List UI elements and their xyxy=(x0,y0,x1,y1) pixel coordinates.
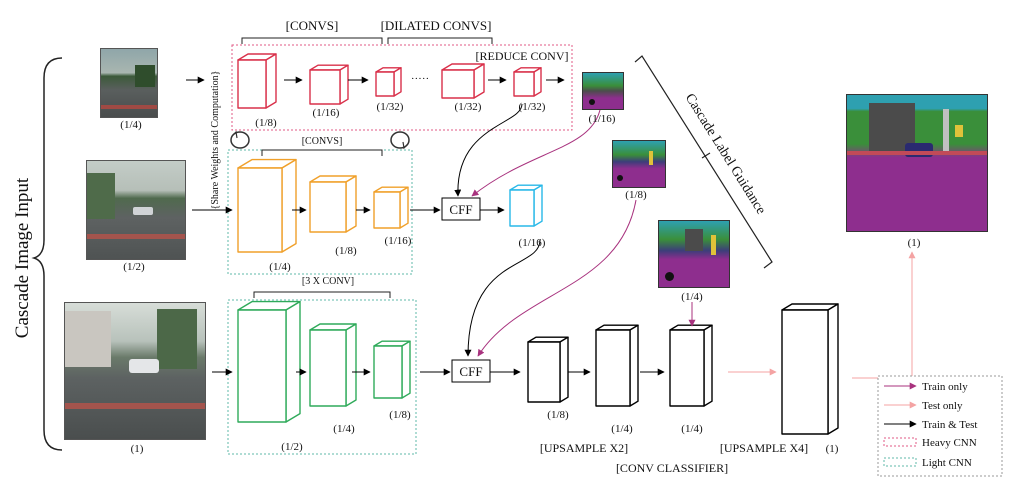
input1-scale: (1/4) xyxy=(120,119,142,131)
cube-bot-1 xyxy=(237,300,301,423)
cff-box-2 xyxy=(451,359,491,383)
legend-light: Light CNN xyxy=(922,457,972,469)
bot-scale-1: (1/2) xyxy=(281,441,303,453)
mid-scale-3: (1/16) xyxy=(385,235,412,247)
cube-heavy-3 xyxy=(375,67,402,97)
legend-heavy-swatch xyxy=(883,437,917,447)
mid-scale-2: (1/8) xyxy=(335,245,357,257)
arrow-final-test xyxy=(852,251,916,379)
legend-test-only: Test only xyxy=(922,400,963,412)
top-scale-5: (1/32) xyxy=(519,101,546,113)
cube-heavy-5 xyxy=(513,67,542,97)
cube-dec-4 xyxy=(781,303,839,435)
seg16-scale: (1/16) xyxy=(589,113,616,125)
scale-labels: (1/4) (1/2) (1) (1/8) (1/16) (1/32) (1/3… xyxy=(120,73,920,475)
guidance-tick xyxy=(701,152,711,159)
share-cycle-icon-right xyxy=(390,131,410,150)
conv3x-label: [3 X CONV] xyxy=(302,276,354,287)
light-cnn-box-bottom xyxy=(227,299,417,455)
seg-map-sixteenth xyxy=(582,72,624,110)
legend-train-only: Train only xyxy=(922,381,968,393)
cff-box-1 xyxy=(441,197,481,221)
mid-scale-1: (1/4) xyxy=(269,261,291,273)
cube-heavy-4 xyxy=(441,63,485,99)
top-ellipsis: ····· xyxy=(411,73,429,85)
guidance-label: Cascade Label Guidance xyxy=(682,91,768,217)
top-scale-4: (1/32) xyxy=(455,101,482,113)
dec-scale-4: (1) xyxy=(826,443,839,455)
seg4-scale: (1/4) xyxy=(681,291,703,303)
share-cycle-icon-left xyxy=(230,130,250,149)
input-image-full xyxy=(64,302,206,440)
seg1-scale: (1) xyxy=(908,237,921,249)
dilated-bracket xyxy=(387,37,493,44)
bot-scale-2: (1/4) xyxy=(333,423,355,435)
input2-scale: (1/2) xyxy=(123,261,145,273)
guidance-bracket xyxy=(634,55,773,269)
input-image-quarter xyxy=(100,48,158,118)
heavy-cnn-box xyxy=(231,44,573,131)
classifier-label: [CONV CLASSIFIER] xyxy=(616,461,728,475)
legend-light-swatch xyxy=(883,457,917,467)
input-brace xyxy=(31,57,63,451)
seg-map-eighth xyxy=(612,140,666,188)
arrow-seg16-train xyxy=(471,109,601,197)
cube-dec-1 xyxy=(527,336,569,403)
convs-bracket-top xyxy=(241,37,383,44)
cube-heavy-2 xyxy=(309,64,349,105)
top-scale-1: (1/8) xyxy=(255,117,277,129)
bot-scale-3: (1/8) xyxy=(389,409,411,421)
legend: Train only Test only Train & Test Heavy … xyxy=(877,375,1003,477)
dec-scale-2: (1/4) xyxy=(611,423,633,435)
input-image-half xyxy=(86,160,186,260)
upsample4-label: [UPSAMPLE X4] xyxy=(720,441,808,455)
cube-heavy-1 xyxy=(237,53,277,109)
arrow-heavy-to-cff xyxy=(454,103,523,197)
cube-bot-3 xyxy=(373,340,411,399)
cube-dec-2 xyxy=(595,324,639,407)
reduce-label: [REDUCE CONV] xyxy=(476,49,569,63)
dec-scale-3: (1/4) xyxy=(681,423,703,435)
cube-mid-2 xyxy=(309,175,357,233)
input3-scale: (1) xyxy=(131,443,144,455)
cff-label-1: CFF xyxy=(449,202,472,217)
legend-box xyxy=(877,375,1003,477)
legend-train-test: Train & Test xyxy=(922,419,977,431)
share-weights-label: {Share Weights and Computation} xyxy=(210,71,221,210)
top-scale-2: (1/16) xyxy=(313,107,340,119)
cube-mid-3 xyxy=(373,186,409,229)
seg8-scale: (1/8) xyxy=(625,189,647,201)
convs-label-mid: [CONVS] xyxy=(302,136,343,147)
arrow-seg8-train xyxy=(477,199,637,357)
cube-layer xyxy=(237,53,839,435)
cube-cyan xyxy=(509,184,543,227)
upsample2-label: [UPSAMPLE X2] xyxy=(540,441,628,455)
cube-dec-3 xyxy=(669,324,713,407)
seg-map-full xyxy=(846,94,988,232)
cff-label-2: CFF xyxy=(459,364,482,379)
convs-label-top: [CONVS] xyxy=(286,18,339,33)
seg-map-quarter xyxy=(658,220,730,288)
convs-bracket-mid xyxy=(261,149,383,156)
cube-mid-1 xyxy=(237,158,297,253)
legend-heavy: Heavy CNN xyxy=(922,437,977,449)
dilated-label: [DILATED CONVS] xyxy=(381,18,492,33)
cube-bot-2 xyxy=(309,323,357,407)
cff-out-scale: (1/16) xyxy=(519,237,546,249)
arrow-cyan-to-cff2 xyxy=(464,239,541,357)
conv3x-bracket xyxy=(253,291,391,298)
top-scale-3: (1/32) xyxy=(377,101,404,113)
dec-scale-1: (1/8) xyxy=(547,409,569,421)
side-label: Cascade Image Input xyxy=(12,177,33,338)
